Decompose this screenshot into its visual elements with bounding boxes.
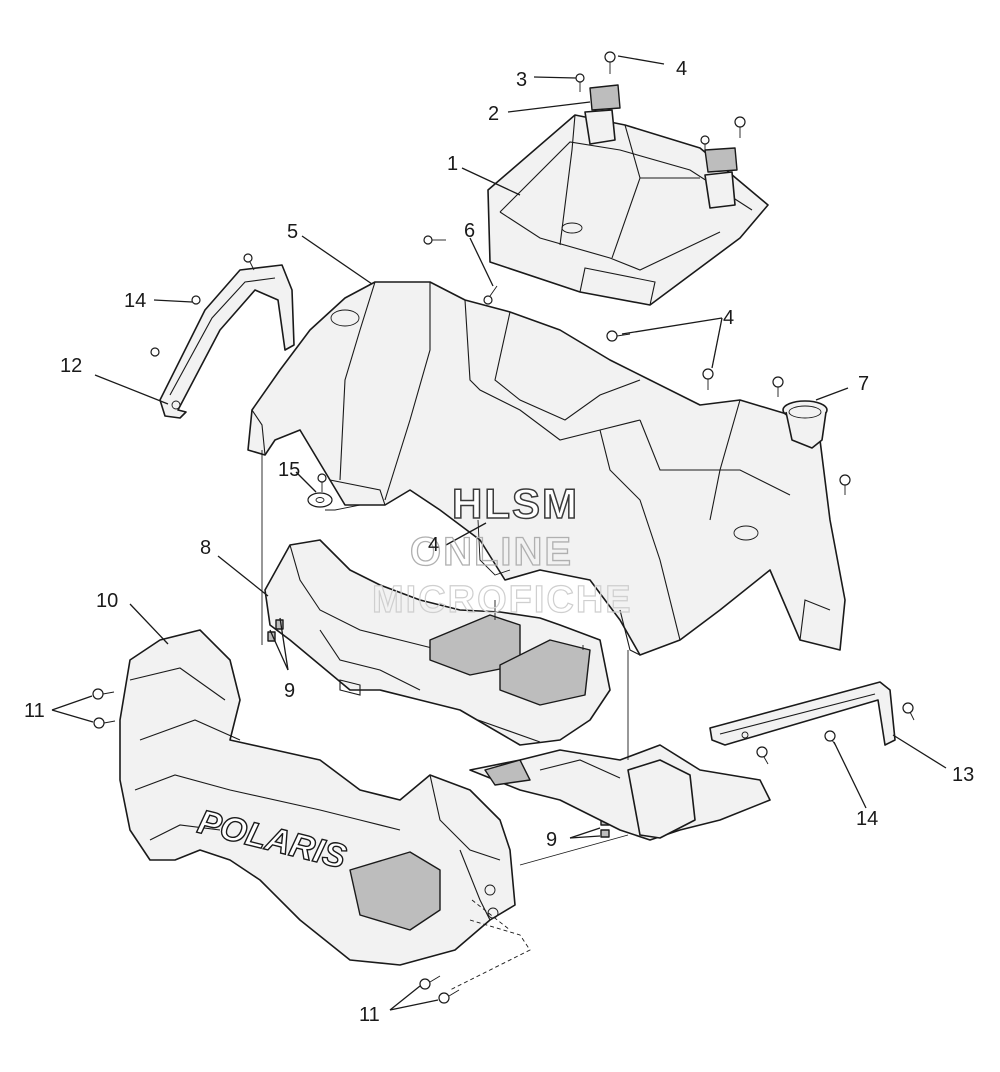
left-bracket-part[interactable] — [159, 264, 295, 419]
callout-12: 12 — [60, 355, 82, 377]
cup-holder-part[interactable] — [782, 400, 828, 449]
callout-3: 3 — [516, 69, 527, 91]
callout-15: 15 — [278, 459, 300, 481]
callout-14-left: 14 — [124, 290, 146, 312]
callout-7: 7 — [858, 373, 869, 395]
callout-leaders — [51, 55, 947, 1011]
screw-fasteners-left[interactable] — [150, 253, 255, 357]
watermark-line-3: MICROFICHE — [372, 579, 633, 621]
watermark-line-1: HLSM — [452, 480, 579, 527]
screw-fasteners-mid[interactable] — [423, 235, 851, 495]
callout-13: 13 — [952, 764, 974, 786]
callout-4-right: 4 — [723, 307, 734, 329]
screw-fasteners-fascia[interactable] — [92, 688, 460, 1004]
callout-4-center: 4 — [428, 534, 439, 556]
hinge-part[interactable] — [584, 84, 738, 209]
callout-6: 6 — [464, 220, 475, 242]
callout-2: 2 — [488, 103, 499, 125]
callout-14-right: 14 — [856, 808, 878, 830]
right-bracket-part[interactable] — [709, 681, 896, 746]
screw-fasteners-right[interactable] — [756, 702, 915, 765]
callout-8: 8 — [200, 537, 211, 559]
dash-tray-part[interactable] — [264, 539, 611, 746]
callout-10: 10 — [96, 590, 118, 612]
watermark-line-2: ONLINE — [410, 530, 573, 574]
callout-9-right: 9 — [546, 829, 557, 851]
callout-5: 5 — [287, 221, 298, 243]
callout-11-bottom: 11 — [359, 1004, 380, 1026]
front-hood-panel-part[interactable] — [247, 281, 846, 656]
callout-1: 1 — [447, 153, 458, 175]
watermark: HLSM ONLINE MICROFICHE — [371, 479, 633, 621]
hood-cover-part[interactable] — [487, 114, 769, 306]
assembly-lines — [261, 450, 629, 991]
callout-9-left: 9 — [284, 680, 295, 702]
callout-11-left: 11 — [24, 700, 45, 722]
callout-4-top: 4 — [676, 58, 687, 80]
screw-fasteners-top[interactable] — [575, 51, 746, 152]
floor-panel-part[interactable] — [469, 744, 771, 841]
washer-part[interactable] — [307, 473, 333, 508]
callout-labels: 1 2 3 4 4 4 5 6 7 8 9 9 10 11 11 12 13 1… — [24, 58, 974, 1026]
